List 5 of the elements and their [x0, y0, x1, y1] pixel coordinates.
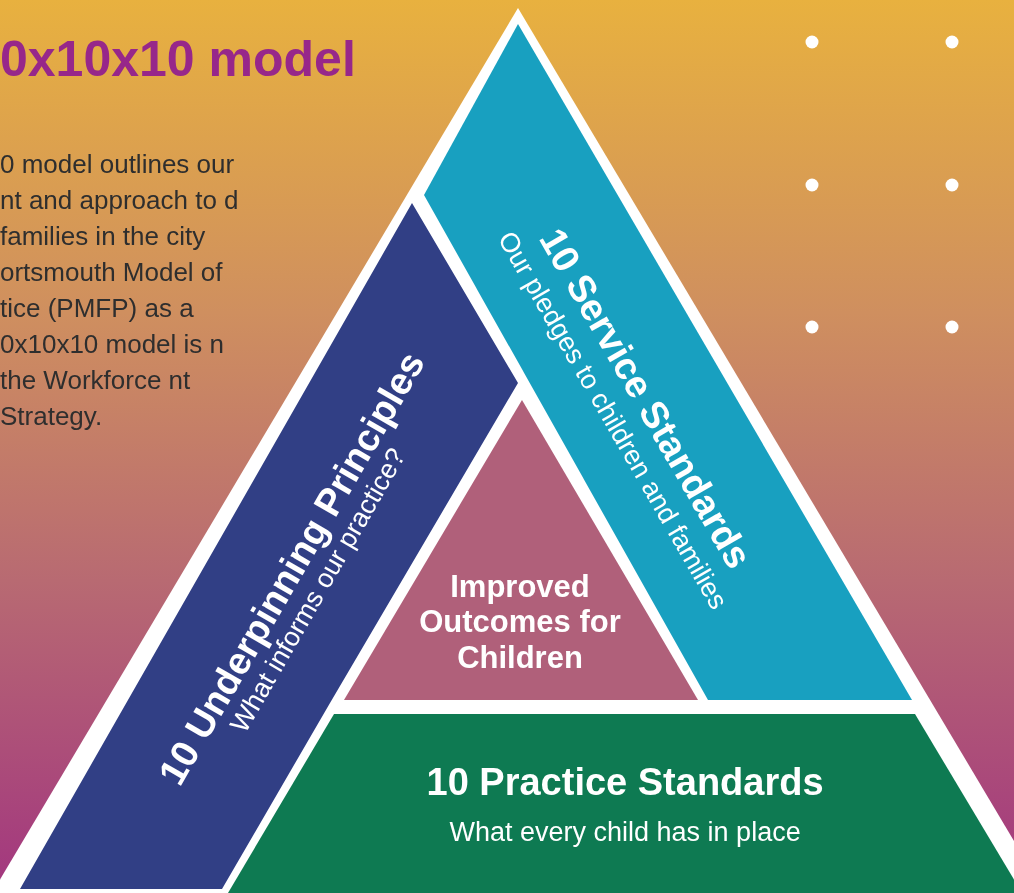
title: 0x10x10 model [0, 30, 356, 88]
outcome-text: Improved Outcomes for Children [418, 568, 622, 676]
block-heading: 10 Practice Standards [426, 760, 824, 804]
block-subtitle: What every child has in place [449, 816, 801, 848]
description-paragraph: 0 model outlines our nt and approach to d families in the city ortsmouth Model of tice (PMFP) as a 0x10x10 model is n the Workforce nt Strategy. [0, 148, 240, 433]
